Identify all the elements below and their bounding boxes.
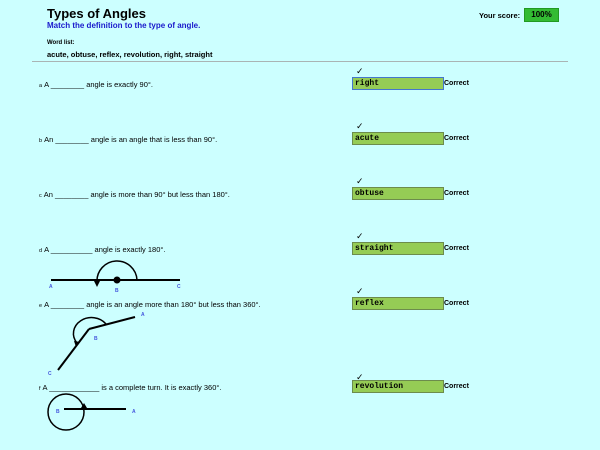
word-list-label: Word list: xyxy=(47,40,75,46)
answer-input-c[interactable]: obtuse xyxy=(352,187,444,200)
svg-text:C: C xyxy=(48,371,52,377)
svg-text:B: B xyxy=(94,336,98,342)
check-icon: ✓ xyxy=(356,231,364,241)
question-text: A ________ angle is an angle more than 1… xyxy=(44,300,261,309)
answer-input-e[interactable]: reflex xyxy=(352,297,444,310)
svg-text:B: B xyxy=(115,288,119,294)
revolution-diagram: B A xyxy=(47,393,136,431)
svg-text:A: A xyxy=(132,409,136,415)
instructions: Match the definition to the type of angl… xyxy=(47,21,201,30)
answer-input-a[interactable]: right xyxy=(352,77,444,90)
check-icon: ✓ xyxy=(356,176,364,186)
word-list: acute, obtuse, reflex, revolution, right… xyxy=(47,50,213,59)
status-correct: Correct xyxy=(444,190,469,197)
header-divider xyxy=(32,61,568,62)
answer-input-d[interactable]: straight xyxy=(352,242,444,255)
status-correct: Correct xyxy=(444,135,469,142)
check-icon: ✓ xyxy=(356,66,364,76)
question-letter: f xyxy=(39,386,41,392)
status-correct: Correct xyxy=(444,80,469,87)
svg-text:B: B xyxy=(56,409,60,415)
question-letter: d xyxy=(39,248,43,254)
status-correct: Correct xyxy=(444,383,469,390)
question-letter: c xyxy=(39,193,42,199)
svg-text:A: A xyxy=(49,284,53,290)
check-icon: ✓ xyxy=(356,286,364,296)
reflex-angle-diagram: A B C xyxy=(48,312,145,377)
score-label: Your score: xyxy=(479,11,521,20)
question-text: A ________ angle is exactly 90°. xyxy=(44,80,153,89)
svg-text:A: A xyxy=(141,312,145,318)
check-icon: ✓ xyxy=(356,121,364,131)
score-badge: 100% xyxy=(524,8,559,22)
straight-angle-diagram: A B C xyxy=(49,260,181,294)
question-text: An ________ angle is more than 90° but l… xyxy=(43,190,230,199)
answer-input-f[interactable]: revolution xyxy=(352,380,444,393)
question-text: A ____________ is a complete turn. It is… xyxy=(42,383,222,392)
answer-input-b[interactable]: acute xyxy=(352,132,444,145)
svg-text:C: C xyxy=(177,284,181,290)
page-title: Types of Angles xyxy=(47,6,146,21)
question-text: An ________ angle is an angle that is le… xyxy=(44,135,218,144)
question-text: A __________ angle is exactly 180°. xyxy=(44,245,166,254)
check-icon: ✓ xyxy=(356,372,364,382)
question-letter: b xyxy=(39,138,43,144)
question-letter: a xyxy=(39,83,43,89)
question-letter: e xyxy=(39,303,43,309)
status-correct: Correct xyxy=(444,245,469,252)
status-correct: Correct xyxy=(444,300,469,307)
